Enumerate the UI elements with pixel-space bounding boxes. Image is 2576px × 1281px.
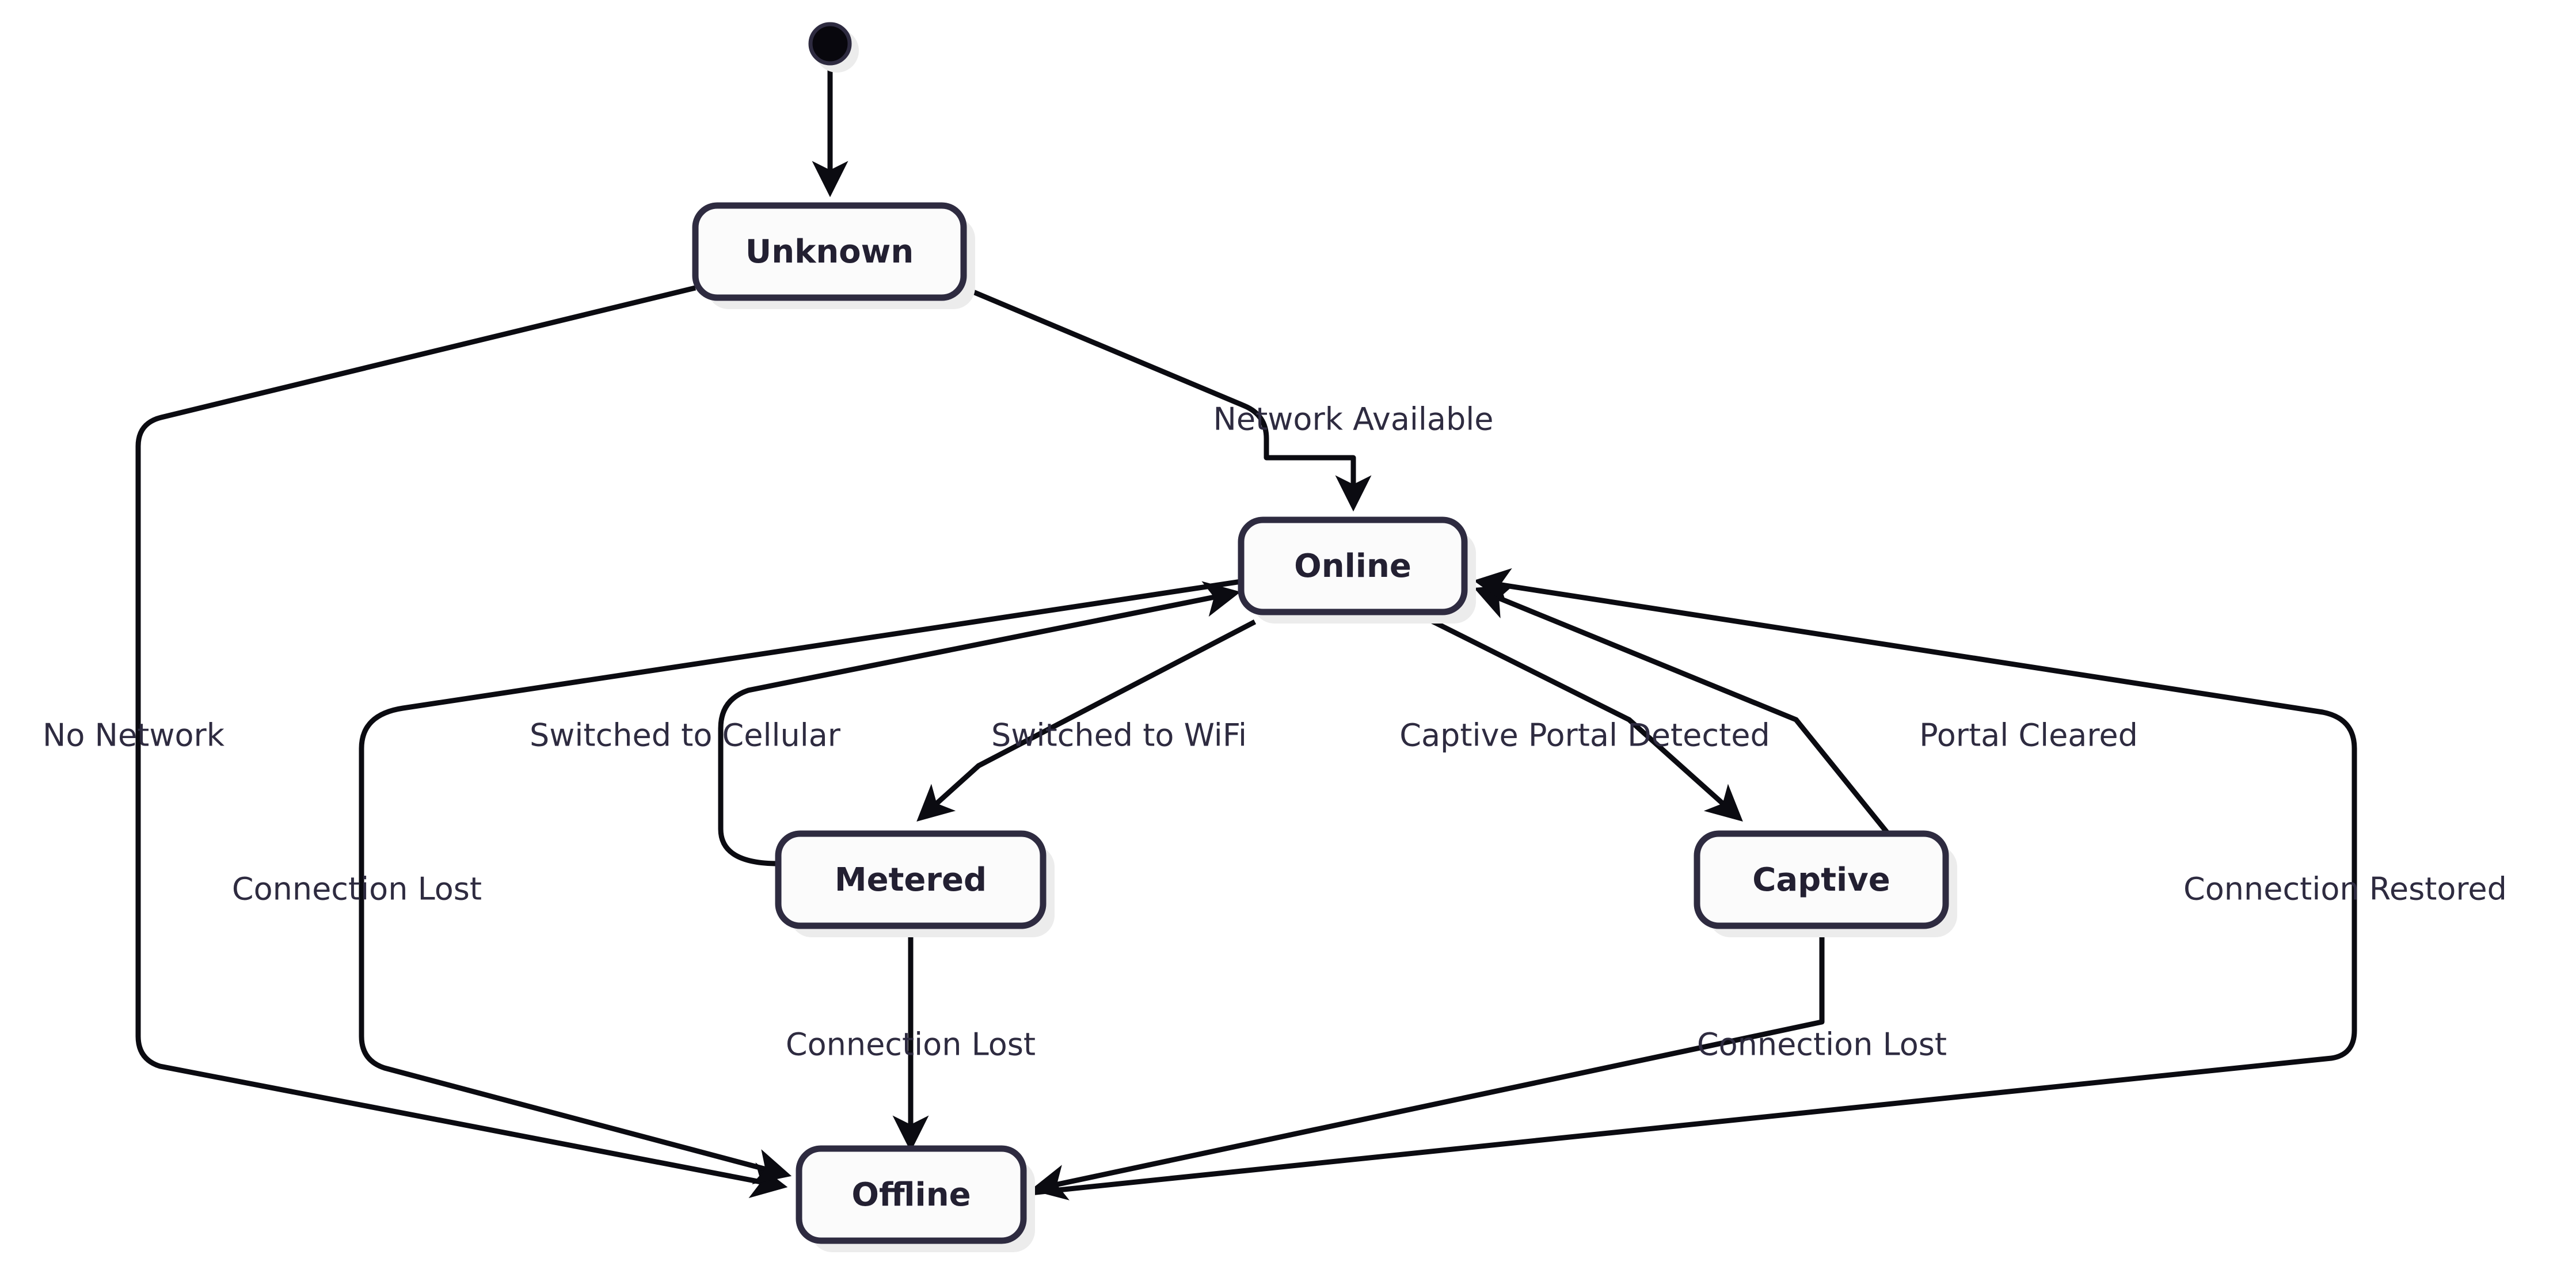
node-unknown[interactable]: Unknown [692,202,975,309]
node-online-label: Online [1294,548,1411,585]
edge-label-portal-cleared: Portal Cleared [1919,717,2138,754]
node-unknown-label: Unknown [745,233,914,271]
edge-label-network-available: Network Available [1213,401,1493,438]
edge-label-connection-restored: Connection Restored [2183,871,2507,907]
edge-label-switched-to-cellular: Switched to Cellular [530,717,841,754]
edge-unknown-to-online [962,285,1372,512]
node-metered-box [775,830,1047,929]
node-online-box [1238,516,1468,615]
node-captive[interactable]: Captive [1694,830,1957,937]
edge-label-connection-lost-online: Connection Lost [232,871,482,907]
edge-label-captive-portal-detected: Captive Portal Detected [1399,717,1770,754]
edge-online-to-metered [916,619,1257,822]
node-offline[interactable]: Offline [796,1145,1035,1252]
edge-unknown-to-offline [135,285,788,1199]
edge-label-switched-to-wifi: Switched to WiFi [991,717,1247,754]
node-offline-box [796,1145,1027,1244]
node-layer: Unknown Online Metered Captive Offline [692,22,1957,1252]
edge-label-connection-lost-metered: Connection Lost [786,1027,1036,1063]
edge-online-to-offline [359,579,1242,1184]
node-metered-label: Metered [835,861,987,899]
edge-label-no-network: No Network [43,717,225,754]
node-metered[interactable]: Metered [775,830,1055,937]
edge-offline-to-online [1030,568,2357,1196]
node-captive-label: Captive [1752,861,1890,899]
edge-online-to-captive [1426,616,1743,822]
edge-label-layer: No Network Network Available Switched to… [43,401,2507,1063]
edge-captive-to-offline [1030,926,1825,1200]
node-online[interactable]: Online [1238,516,1476,624]
edge-captive-to-online [1474,584,1890,835]
edge-label-connection-lost-captive: Connection Lost [1697,1027,1947,1063]
node-start[interactable] [808,22,859,73]
start-node-circle [808,22,852,66]
node-offline-label: Offline [851,1176,971,1214]
node-unknown-box [692,202,967,301]
edge-layer [135,64,2357,1200]
edge-metered-to-online [718,581,1241,866]
node-captive-box [1694,830,1949,929]
